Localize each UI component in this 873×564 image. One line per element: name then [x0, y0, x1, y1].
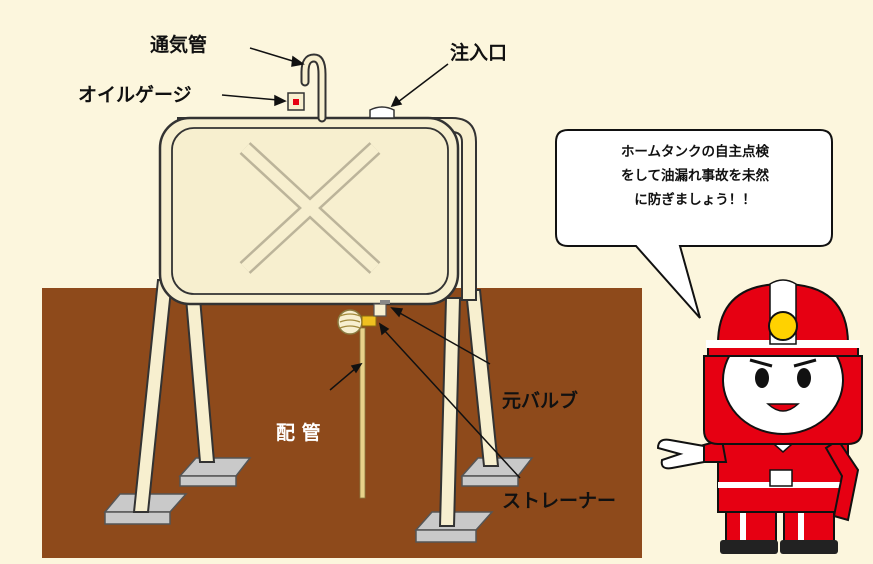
speech-bubble — [555, 129, 833, 319]
piping-label: 配 管 — [276, 422, 321, 444]
inlet-label: 注入口 — [450, 42, 508, 64]
speech-line-1: ホームタンクの自主点検 — [620, 144, 770, 160]
inlet-cap — [369, 106, 395, 119]
piping — [359, 327, 366, 499]
firefighter-character — [656, 279, 863, 554]
strainer — [337, 309, 377, 335]
main-valve — [373, 300, 390, 317]
oil-gauge — [287, 92, 305, 111]
vent-pipe-label: 通気管 — [150, 34, 208, 56]
strainer-label: ストレーナー — [502, 490, 617, 512]
helmet-lamp-icon — [768, 311, 798, 341]
callout-arrows — [221, 47, 521, 479]
speech-line-3: に防ぎましょう！！ — [634, 192, 756, 208]
tank-legs — [132, 279, 500, 527]
speech-bubble-text: ホームタンクの自主点検 をして油漏れ事故を未然 に防ぎましょう！！ — [580, 140, 810, 212]
speech-line-2: をして油漏れ事故を未然 — [620, 168, 770, 184]
oil-gauge-label: オイルゲージ — [78, 84, 192, 106]
main-valve-label: 元バルブ — [502, 390, 579, 412]
